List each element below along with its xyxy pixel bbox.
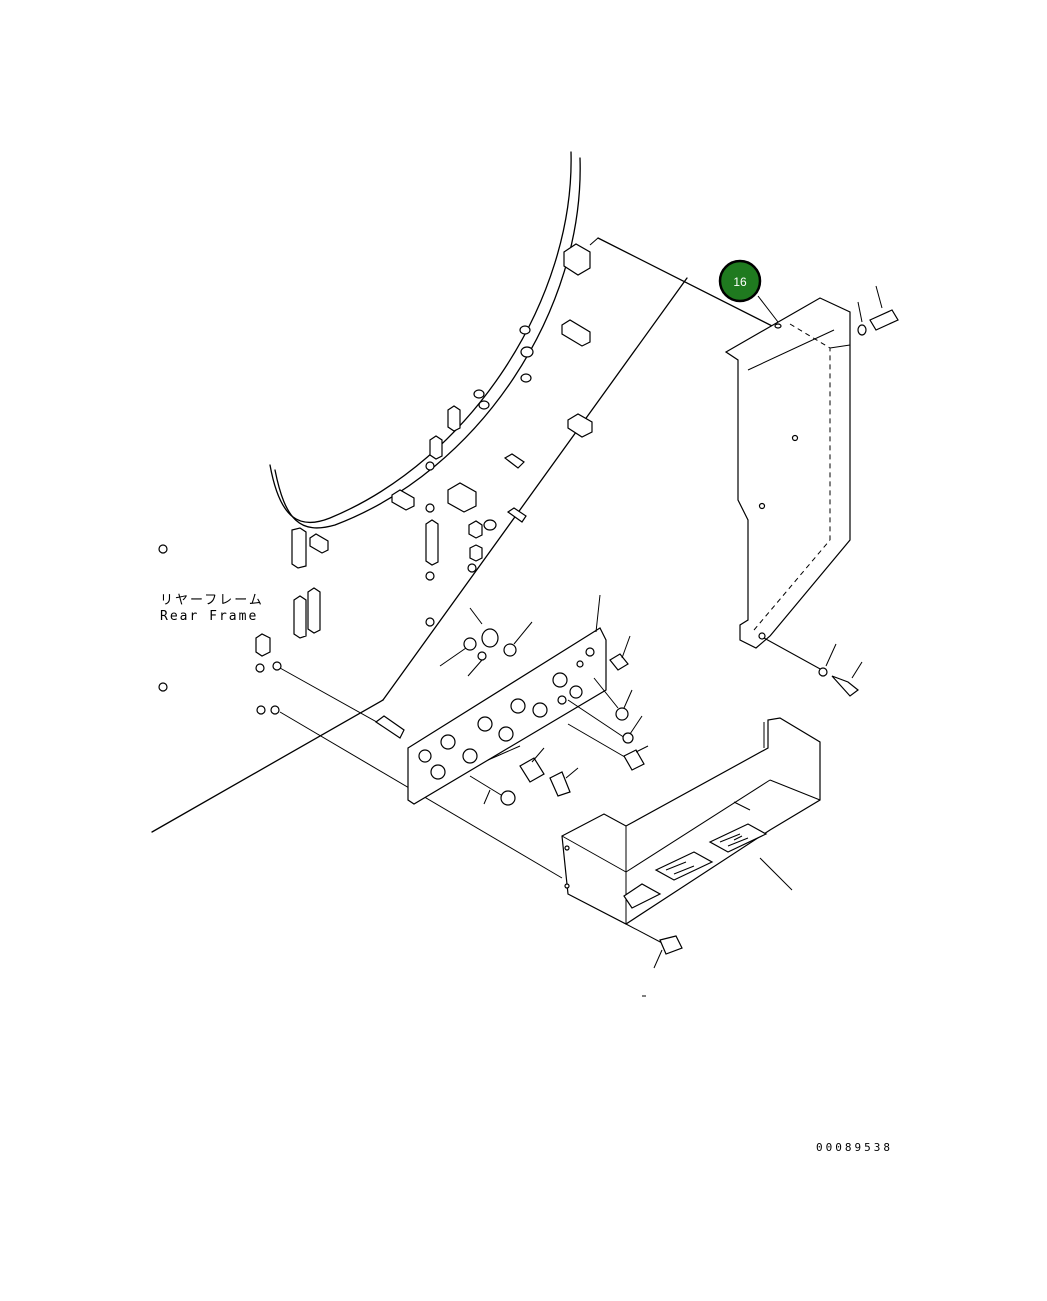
upper-cover-part-16 — [724, 285, 899, 697]
callout-16[interactable]: 16 — [718, 259, 762, 303]
rear-frame-label-ja: リヤーフレーム — [160, 593, 264, 608]
rear-frame-label-en: Rear Frame — [160, 609, 258, 624]
callout-16-circle[interactable] — [718, 259, 762, 303]
frame-mount-blocks — [255, 243, 593, 657]
center-mounting-plate — [407, 594, 607, 805]
drawing-number: 00089538 — [816, 1141, 893, 1154]
fittings-bolts — [469, 635, 649, 806]
callout-16-number[interactable]: 16 — [733, 275, 747, 289]
frame-bosses — [158, 325, 534, 715]
lower-step-cover — [561, 717, 821, 997]
